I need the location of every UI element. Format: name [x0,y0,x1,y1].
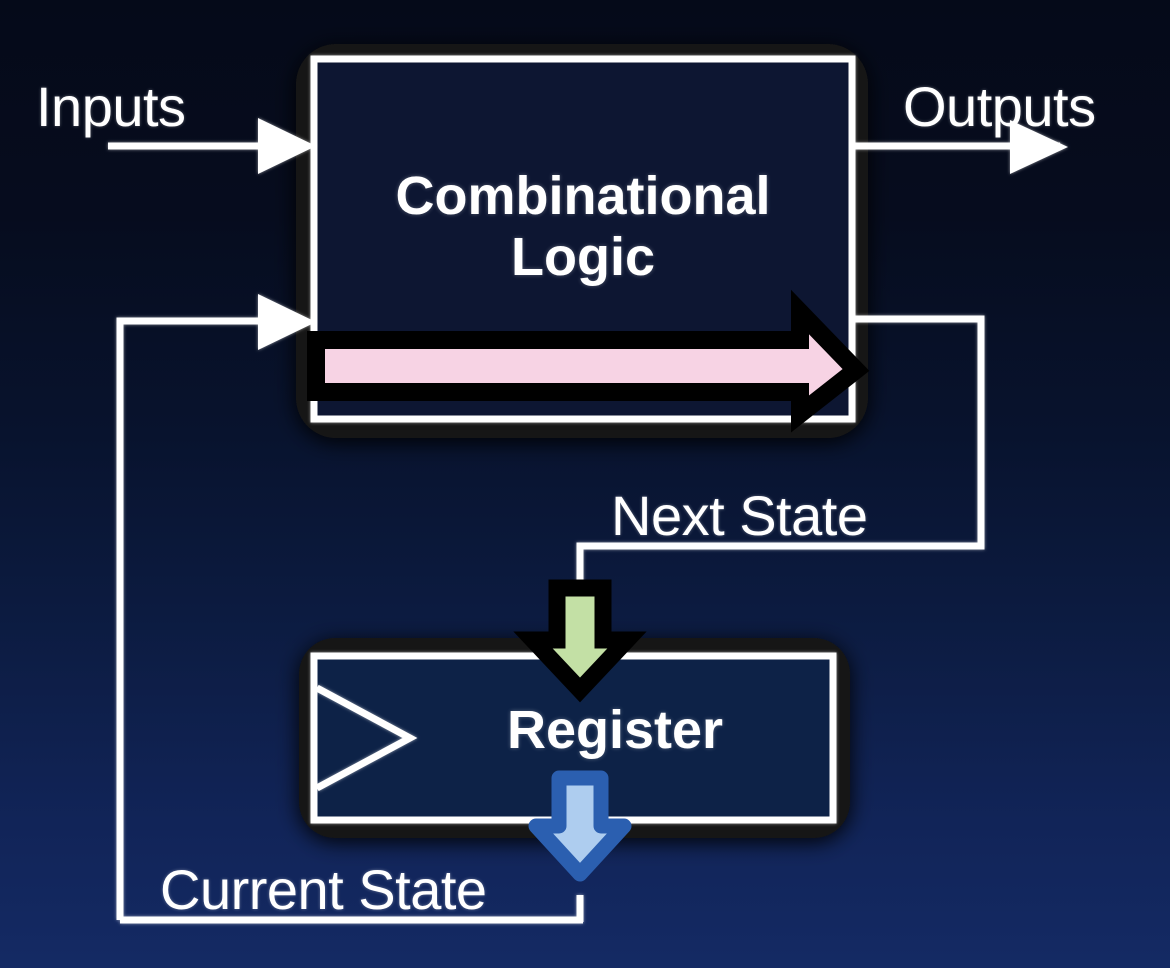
current-state-arrow-shape [528,770,632,882]
register-label: Register [506,700,724,760]
outputs-arrowhead-icon [1010,120,1068,174]
feedback-arrowhead-icon [258,294,316,350]
current-state-arrow [528,770,632,882]
next-state-arrow-shape [513,579,647,703]
inputs-arrowhead-icon [258,118,316,174]
clock-triangle-icon [315,684,418,792]
wire-arrowheads [258,118,1068,350]
next-state-arrow [513,579,647,703]
combinational-flow-arrow-shape [307,289,870,433]
next-state-wire [576,315,985,586]
combinational-flow-arrow [307,289,870,433]
current-state-wire-left [116,317,290,920]
combinational-logic-label: Combinational Logic [395,166,771,288]
